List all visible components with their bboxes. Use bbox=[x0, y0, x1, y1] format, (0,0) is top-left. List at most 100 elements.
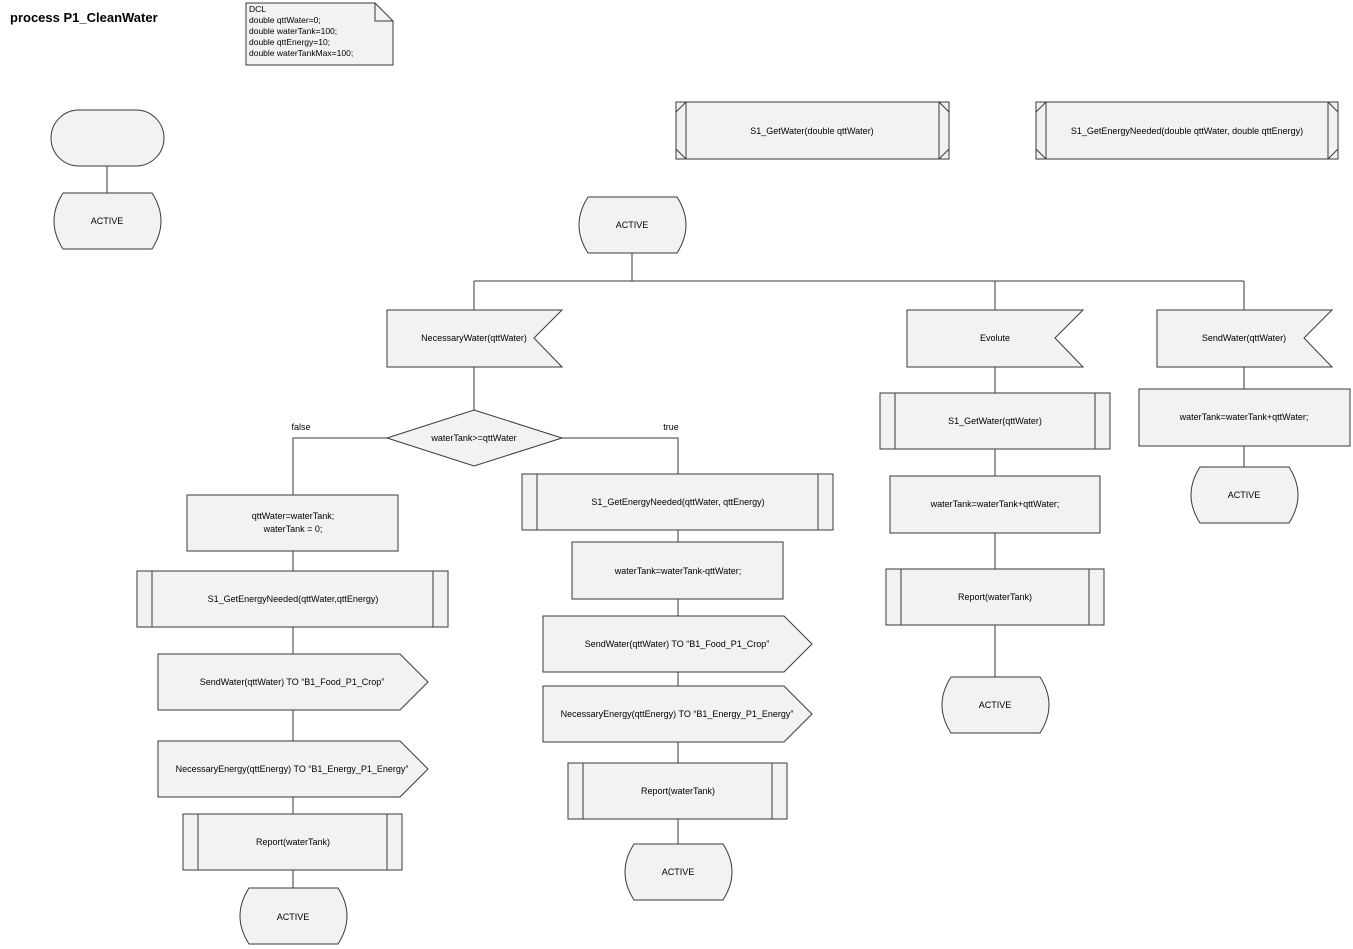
state-shape bbox=[53, 192, 162, 250]
dcl-line: double waterTankMax=100; bbox=[249, 48, 353, 58]
procedure-call-label: Report(waterTank) bbox=[641, 786, 715, 796]
procedure-call-shape bbox=[521, 473, 834, 531]
procedure-call-label: Report(waterTank) bbox=[958, 592, 1032, 602]
decision-shape bbox=[385, 409, 564, 467]
false-branch: qttWater=waterTank; waterTank = 0; S1_Ge… bbox=[136, 494, 449, 945]
procedure-call-shape bbox=[182, 813, 403, 871]
state-shape bbox=[1190, 466, 1299, 524]
evolute-task: waterTank=waterTank+qttWater; bbox=[889, 475, 1101, 534]
procedure-ref-left-edge bbox=[675, 101, 687, 160]
send-water-next-state: ACTIVE bbox=[1190, 466, 1299, 524]
dcl-line: double qttEnergy=10; bbox=[249, 37, 330, 47]
true-procedure-call: S1_GetEnergyNeeded(qttWater, qttEnergy) bbox=[521, 473, 834, 531]
declaration-note: DCL double qttWater=0; double waterTank=… bbox=[245, 2, 394, 66]
send-water-task: waterTank=waterTank+qttWater; bbox=[1138, 388, 1351, 447]
procedure-ref-right-edge bbox=[938, 101, 950, 160]
true-branch: S1_GetEnergyNeeded(qttWater, qttEnergy) … bbox=[521, 473, 834, 901]
process-title: process P1_CleanWater bbox=[10, 10, 158, 25]
task-shape bbox=[186, 494, 399, 552]
procedure-ref-label: S1_GetWater(double qttWater) bbox=[750, 126, 873, 136]
state-label: ACTIVE bbox=[979, 700, 1012, 710]
state-shape bbox=[578, 196, 687, 254]
state-label: ACTIVE bbox=[91, 216, 124, 226]
task-label: waterTank = 0; bbox=[263, 524, 323, 534]
task-shape bbox=[889, 475, 1101, 534]
input-necessary-water: NecessaryWater(qttWater) bbox=[386, 309, 564, 368]
false-output-water: SendWater(qttWater) TO “B1_Food_P1_Crop” bbox=[157, 653, 429, 711]
output-signal-shape bbox=[157, 653, 429, 711]
start-symbol bbox=[50, 109, 165, 167]
input-signal-shape bbox=[906, 309, 1085, 368]
false-report-call: Report(waterTank) bbox=[182, 813, 403, 871]
main-state: ACTIVE bbox=[578, 196, 687, 254]
input-evolute: Evolute bbox=[906, 309, 1085, 368]
dcl-line: double qttWater=0; bbox=[249, 15, 321, 25]
note-fold bbox=[374, 3, 393, 22]
output-signal-label: SendWater(qttWater) TO “B1_Food_P1_Crop” bbox=[200, 677, 385, 687]
output-signal-shape bbox=[157, 740, 429, 798]
input-signal-shape bbox=[1156, 309, 1334, 368]
decision-condition: waterTank>=qttWater bbox=[430, 433, 516, 443]
true-label: true bbox=[663, 422, 679, 432]
procedure-call-shape bbox=[879, 392, 1111, 450]
procedure-ref-get-energy-needed: S1_GetEnergyNeeded(double qttWater, doub… bbox=[1035, 101, 1339, 160]
procedure-ref-shape bbox=[1035, 101, 1339, 160]
output-signal-shape bbox=[542, 685, 813, 743]
task-label: qttWater=waterTank; bbox=[252, 511, 334, 521]
output-signal-shape bbox=[542, 615, 813, 673]
start-state: ACTIVE bbox=[53, 192, 162, 250]
evolute-procedure-call: S1_GetWater(qttWater) bbox=[879, 392, 1111, 450]
true-output-water: SendWater(qttWater) TO “B1_Food_P1_Crop” bbox=[542, 615, 813, 673]
state-shape bbox=[624, 843, 733, 901]
state-label: ACTIVE bbox=[1228, 490, 1261, 500]
input-send-water: SendWater(qttWater) bbox=[1156, 309, 1334, 368]
input-signal-label: Evolute bbox=[980, 333, 1010, 343]
procedure-call-label: Report(waterTank) bbox=[256, 837, 330, 847]
procedure-ref-get-water: S1_GetWater(double qttWater) bbox=[675, 101, 950, 160]
false-task: qttWater=waterTank; waterTank = 0; bbox=[186, 494, 399, 552]
dcl-line: DCL bbox=[249, 4, 266, 14]
input-signal-label: NecessaryWater(qttWater) bbox=[421, 333, 527, 343]
procedure-call-label: S1_GetEnergyNeeded(qttWater, qttEnergy) bbox=[591, 497, 764, 507]
decision: waterTank>=qttWater bbox=[385, 409, 564, 467]
evolute-branch: S1_GetWater(qttWater) waterTank=waterTan… bbox=[879, 392, 1111, 734]
procedure-call-label: S1_GetWater(qttWater) bbox=[948, 416, 1042, 426]
send-water-branch: waterTank=waterTank+qttWater; ACTIVE bbox=[1138, 388, 1351, 524]
procedure-ref-shape bbox=[675, 101, 950, 160]
note-shape bbox=[245, 2, 394, 66]
false-procedure-call: S1_GetEnergyNeeded(qttWater,qttEnergy) bbox=[136, 570, 449, 628]
task-label: waterTank=waterTank+qttWater; bbox=[1179, 412, 1309, 422]
evolute-next-state: ACTIVE bbox=[941, 676, 1050, 734]
input-signal-shape bbox=[386, 309, 564, 368]
state-label: ACTIVE bbox=[662, 867, 695, 877]
false-next-state: ACTIVE bbox=[239, 887, 348, 945]
true-output-energy: NecessaryEnergy(qttEnergy) TO “B1_Energy… bbox=[542, 685, 813, 743]
procedure-call-label: S1_GetEnergyNeeded(qttWater,qttEnergy) bbox=[208, 594, 379, 604]
output-signal-label: NecessaryEnergy(qttEnergy) TO “B1_Energy… bbox=[176, 764, 409, 774]
evolute-report-call: Report(waterTank) bbox=[885, 568, 1105, 626]
true-branch-line bbox=[562, 437, 679, 474]
state-shape bbox=[941, 676, 1050, 734]
procedure-ref-label: S1_GetEnergyNeeded(double qttWater, doub… bbox=[1071, 126, 1303, 136]
output-signal-label: SendWater(qttWater) TO “B1_Food_P1_Crop” bbox=[585, 639, 770, 649]
output-signal-label: NecessaryEnergy(qttEnergy) TO “B1_Energy… bbox=[561, 709, 794, 719]
procedure-call-shape bbox=[567, 762, 788, 820]
input-signal-label: SendWater(qttWater) bbox=[1202, 333, 1286, 343]
procedure-call-shape bbox=[136, 570, 449, 628]
task-label: waterTank=waterTank-qttWater; bbox=[614, 566, 741, 576]
false-branch-line bbox=[292, 437, 387, 495]
state-label: ACTIVE bbox=[616, 220, 649, 230]
false-label: false bbox=[291, 422, 310, 432]
state-shape bbox=[239, 887, 348, 945]
task-shape bbox=[1138, 388, 1351, 447]
task-label: waterTank=waterTank+qttWater; bbox=[930, 499, 1060, 509]
true-next-state: ACTIVE bbox=[624, 843, 733, 901]
procedure-call-shape bbox=[885, 568, 1105, 626]
state-label: ACTIVE bbox=[277, 912, 310, 922]
dcl-line: double waterTank=100; bbox=[249, 26, 337, 36]
false-output-energy: NecessaryEnergy(qttEnergy) TO “B1_Energy… bbox=[157, 740, 429, 798]
task-shape bbox=[571, 541, 784, 600]
true-report-call: Report(waterTank) bbox=[567, 762, 788, 820]
true-task: waterTank=waterTank-qttWater; bbox=[571, 541, 784, 600]
